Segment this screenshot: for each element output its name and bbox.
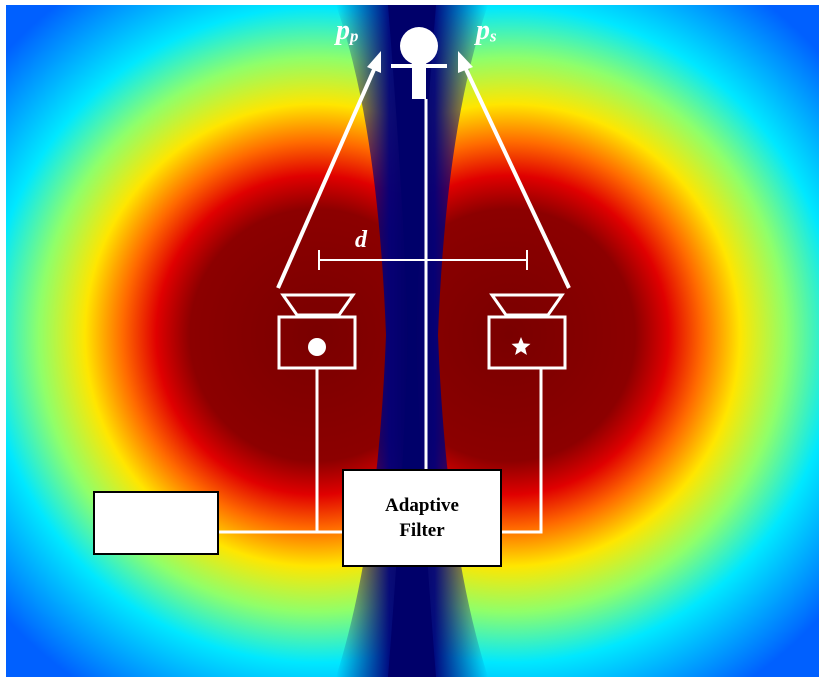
adaptive-filter-label-line1: Adaptive	[385, 495, 459, 516]
secondary-source-star-icon	[511, 337, 531, 355]
secondary-path-arrow	[458, 51, 571, 289]
secondary-pressure-subscript: s	[490, 26, 497, 46]
adaptive-filter-box: Adaptive Filter	[342, 469, 502, 567]
primary-pressure-symbol: p	[336, 15, 350, 46]
spacing-dimension	[318, 250, 528, 270]
wiring	[219, 368, 543, 534]
signal-generator-box	[93, 491, 219, 555]
microphone-icon	[391, 27, 447, 99]
secondary-pressure-label: ps	[476, 15, 497, 47]
spacing-label: d	[355, 227, 367, 253]
primary-pressure-label: pp	[336, 15, 358, 47]
secondary-pressure-symbol: p	[476, 15, 490, 46]
secondary-loudspeaker-icon	[487, 293, 567, 370]
adaptive-filter-label-line2: Filter	[399, 520, 445, 541]
diagram-canvas: Adaptive Filter pp ps d	[6, 5, 819, 677]
primary-path-arrow	[276, 51, 381, 289]
sound-field-map	[6, 5, 819, 677]
primary-source-circle-icon	[308, 338, 326, 356]
primary-pressure-subscript: p	[350, 26, 359, 46]
